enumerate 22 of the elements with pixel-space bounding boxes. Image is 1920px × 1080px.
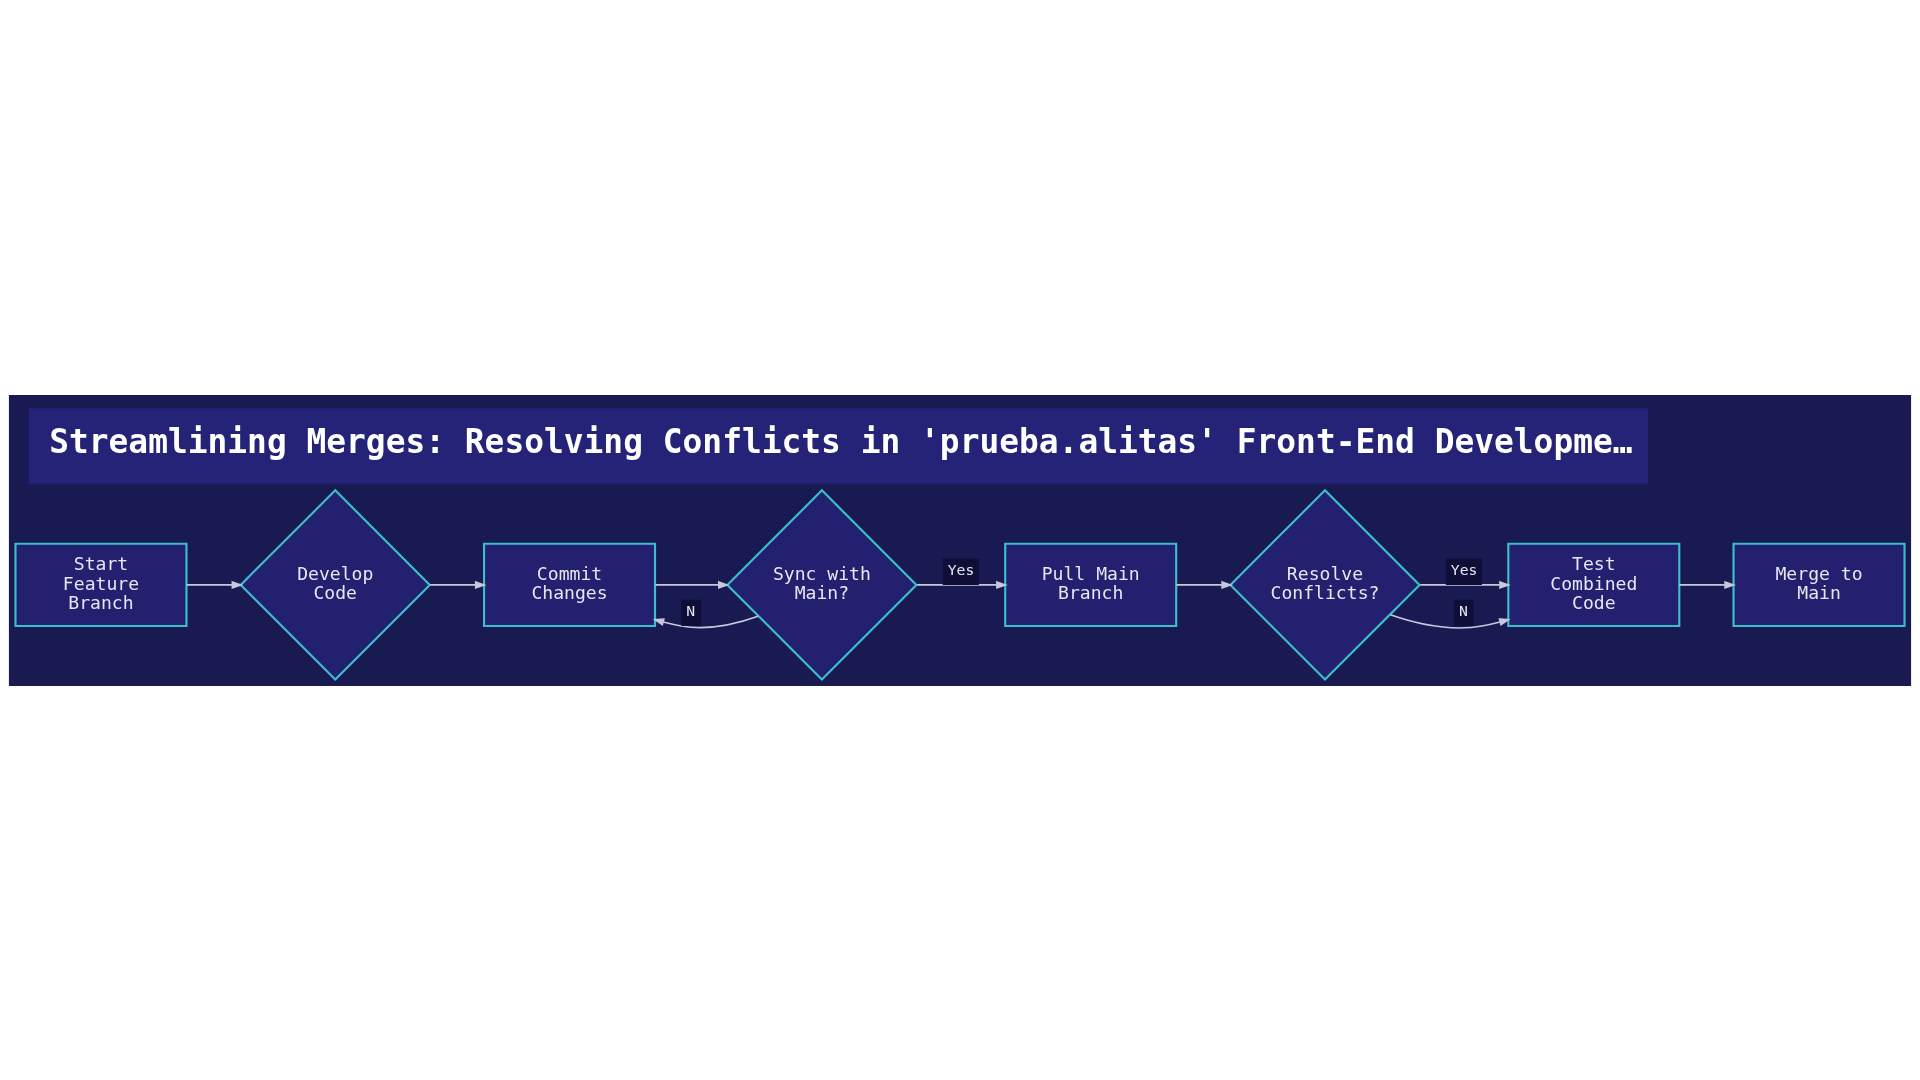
edge-label: Yes (947, 560, 975, 578)
edge-label: N (1458, 601, 1468, 619)
arrow (654, 580, 730, 589)
node-diamond: Develop Code (239, 488, 432, 681)
arrow (1419, 580, 1511, 589)
node-box: Start Feature Branch (14, 542, 188, 627)
node-box: Test Combined Code (1507, 542, 1681, 627)
arrow (1389, 613, 1511, 629)
arrow (429, 580, 487, 589)
node-diamond: Resolve Conflicts? (1228, 488, 1422, 681)
arrow (916, 580, 1008, 589)
node-box: Pull Main Branch (1004, 542, 1178, 627)
arrow (185, 580, 244, 589)
edge-label: N (686, 601, 696, 619)
arrow (1678, 580, 1736, 589)
node-diamond: Sync with Main? (725, 488, 918, 681)
node-box: Commit Changes (482, 542, 657, 627)
arrow (652, 615, 759, 628)
node-box: Merge to Main (1732, 542, 1906, 627)
arrow (1175, 580, 1233, 589)
edge-label: Yes (1450, 560, 1478, 578)
diagram-title: Streamlining Merges: Resolving Conflicts in 'prueba.alitas' Front-End Developme… (49, 421, 1633, 461)
